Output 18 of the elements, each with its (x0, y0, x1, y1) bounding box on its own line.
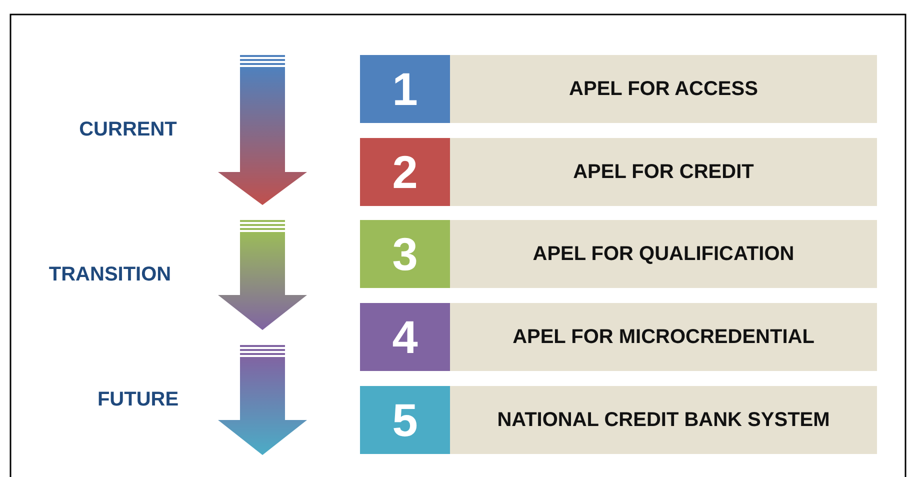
number-badge: 4 (360, 303, 450, 371)
item-title: APEL FOR MICROCREDENTIAL (512, 325, 816, 350)
list-item-bar (360, 303, 877, 371)
list-item-bar (360, 220, 877, 288)
number-badge: 2 (360, 138, 450, 206)
number-badge: 1 (360, 55, 450, 123)
number-badge: 3 (360, 220, 450, 288)
item-title: APEL FOR QUALIFICATION (532, 242, 796, 267)
number-badge: 5 (360, 386, 450, 454)
stage-label: CURRENT (79, 118, 177, 142)
list-item-bar (360, 386, 877, 454)
stage-label: FUTURE (97, 388, 179, 412)
item-title: APEL FOR ACCESS (568, 77, 759, 102)
list-item-bar (360, 55, 877, 123)
stage-label: TRANSITION (48, 264, 172, 286)
list-item-bar (360, 138, 877, 206)
item-title: APEL FOR CREDIT (572, 160, 755, 185)
item-title: NATIONAL CREDIT BANK SYSTEM (496, 408, 831, 433)
